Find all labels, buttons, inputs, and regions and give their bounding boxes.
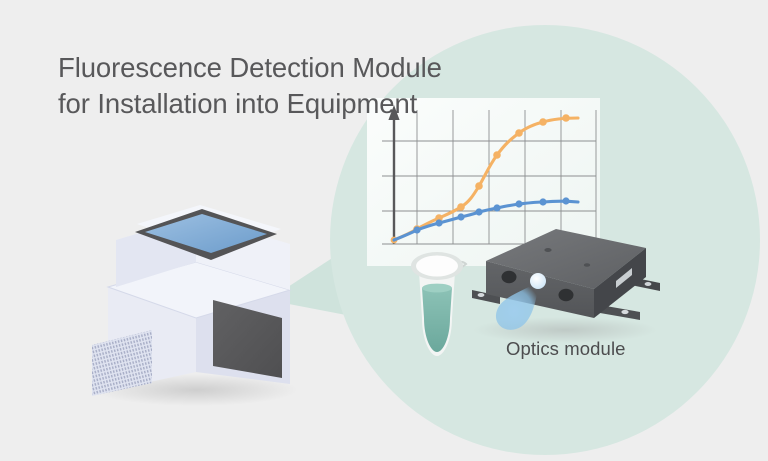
optics-connector	[616, 268, 632, 288]
flange-hole-right	[621, 309, 629, 315]
flange-right-front	[600, 305, 640, 320]
axis-arrow-icon	[388, 105, 400, 120]
optics-top-screw-b	[583, 263, 591, 267]
title-line-2: for Installation into Equipment	[58, 88, 418, 119]
microcentrifuge-tube	[411, 252, 468, 356]
page-title: Fluorescence Detection Module for Instal…	[58, 50, 488, 122]
optics-port-right	[558, 288, 574, 302]
benchtop-analyzer	[92, 205, 298, 406]
instrument-window	[213, 300, 282, 378]
flange-hole-rear	[644, 282, 652, 286]
led-emitter-icon	[530, 273, 546, 289]
chart-markers-control	[413, 197, 570, 234]
instrument-top-ledge	[108, 262, 290, 318]
optics-module	[472, 229, 660, 343]
touchscreen[interactable]	[145, 214, 267, 253]
chart-series-control	[392, 197, 580, 242]
flange-hole-left	[477, 293, 485, 297]
optics-port-left	[501, 270, 517, 284]
chart-y-axis	[388, 105, 400, 244]
tube-liquid-surface	[422, 283, 452, 293]
optics-top-screw-a	[544, 248, 552, 252]
title-line-1: Fluorescence Detection Module	[58, 52, 442, 83]
light-beam	[495, 281, 539, 330]
optics-module-label: Optics module	[506, 338, 626, 359]
tube-cap-inner	[416, 255, 458, 277]
tube-liquid	[422, 288, 452, 352]
optics-module-top	[486, 229, 646, 289]
